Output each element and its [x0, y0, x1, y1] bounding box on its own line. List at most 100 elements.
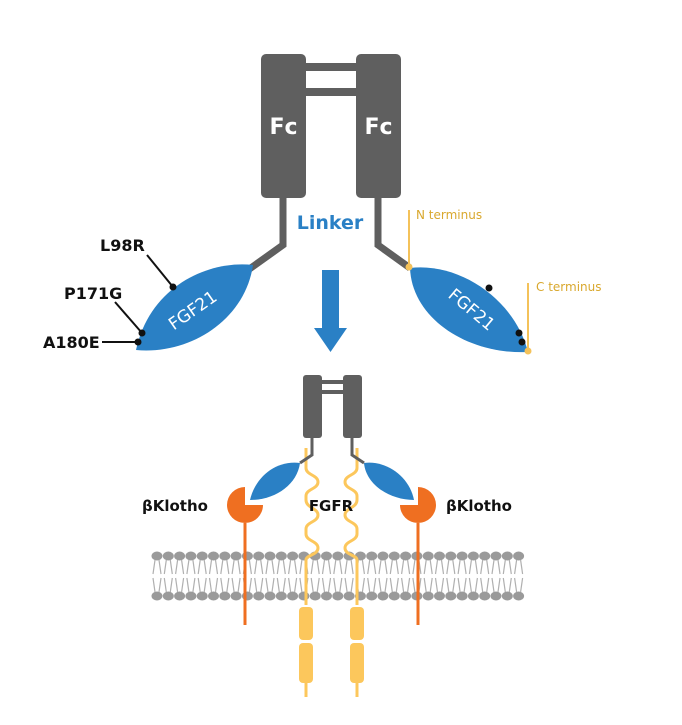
lipid-head-outer: [366, 551, 378, 561]
mutation-dot-right-3: [518, 338, 526, 346]
lipid-head-inner: [513, 591, 525, 601]
lipid-tail: [294, 577, 298, 593]
p171g-pointer: [114, 301, 143, 334]
lipid-head-outer: [467, 551, 479, 561]
fgf21-right-shape: [410, 267, 528, 353]
mini-fc-right: [343, 375, 362, 438]
n-terminus-dot: [405, 263, 413, 271]
lipid-tail: [474, 559, 478, 575]
lipid-tail: [248, 577, 252, 593]
klotho-left-label: βKlotho: [142, 497, 208, 515]
lipid-tail: [231, 577, 235, 593]
lipid-tail: [344, 559, 348, 575]
lipid-head-outer: [196, 551, 208, 561]
lipid-tail: [514, 559, 518, 575]
lipid-tail: [333, 577, 337, 593]
lipid-tail: [310, 577, 314, 593]
lipid-head-inner: [174, 591, 186, 601]
c-terminus-dot: [524, 347, 532, 355]
fgfr-label: FGFR: [309, 497, 354, 515]
mutation-l98r-label: L98R: [100, 236, 145, 255]
lipid-tail: [226, 559, 230, 575]
fgfr-right-kinase-2: [350, 643, 364, 683]
mutation-markers: L98R P171G A180E: [43, 236, 177, 352]
lipid-tail: [401, 559, 405, 575]
lipid-head-inner: [343, 591, 355, 601]
lipid-tail: [197, 577, 201, 593]
lipid-tail: [440, 559, 445, 575]
lipid-tail: [412, 559, 416, 575]
fc-left: [261, 54, 306, 198]
lipid-tail: [452, 577, 456, 593]
lipid-tail: [158, 559, 162, 575]
fgf21-right: FGF21: [410, 267, 528, 353]
lipid-bilayer-membrane: [151, 551, 525, 601]
lipid-tail: [463, 559, 467, 575]
lipid-head-inner: [490, 591, 502, 601]
fgfr-receptors: [299, 448, 364, 697]
lipid-head-outer: [174, 551, 186, 561]
lipid-head-inner: [287, 591, 299, 601]
lipid-tail: [401, 577, 405, 593]
lipid-tail: [361, 559, 365, 575]
lipid-head-inner: [230, 591, 242, 601]
lipid-head-inner: [309, 591, 321, 601]
klotho-right-label: βKlotho: [446, 497, 512, 515]
lipid-head-inner: [479, 591, 491, 601]
lipid-tail: [254, 577, 258, 593]
mini-fc-dimer: [299, 375, 365, 465]
lipid-tail: [384, 577, 388, 593]
hinge-bar-bottom: [300, 88, 362, 96]
klotho-left-shape: [227, 487, 263, 523]
mutation-dot-right-2: [515, 329, 523, 337]
lipid-tail: [389, 577, 393, 593]
lipid-head-outer: [321, 551, 332, 561]
lipid-tail: [220, 577, 224, 593]
lipid-tail: [434, 559, 439, 575]
lipid-head-outer: [185, 551, 197, 561]
lipid-tail: [446, 577, 450, 593]
lipid-tail: [169, 577, 173, 593]
lipid-head-outer: [501, 551, 513, 561]
lipid-tail: [186, 559, 190, 575]
lipid-tail: [361, 577, 365, 593]
linker-right: [374, 197, 413, 271]
lipid-tail: [457, 559, 461, 575]
hinge-bar-top: [300, 63, 362, 71]
lipid-head-inner: [298, 591, 310, 601]
lipid-tail: [339, 577, 343, 593]
mutation-a180e-label: A180E: [43, 333, 100, 352]
fgf21-left-shape: [136, 264, 253, 351]
lipid-tail: [276, 577, 280, 593]
down-arrow-icon: [314, 270, 347, 352]
lipid-tail: [457, 577, 461, 593]
lipid-tail: [491, 577, 495, 593]
lipid-tail: [152, 559, 156, 575]
lipid-tail: [502, 577, 506, 593]
lipid-tail: [468, 559, 472, 575]
lipid-tail: [508, 577, 512, 593]
lipid-tail: [271, 559, 275, 575]
c-terminus-label: C terminus: [536, 280, 602, 294]
lipid-head-inner: [456, 591, 468, 601]
lipid-head-outer: [151, 551, 163, 561]
lipid-tail: [288, 559, 292, 575]
lipid-tail: [423, 577, 427, 593]
lipid-tail: [208, 577, 213, 593]
lipid-tail: [271, 577, 275, 593]
lipid-tail: [265, 577, 269, 593]
lipid-tail: [282, 559, 286, 575]
lipid-head-inner: [467, 591, 479, 601]
lipid-head-inner: [321, 591, 332, 601]
lipid-tail: [186, 577, 190, 593]
lipid-tail: [299, 577, 303, 593]
l98r-dot: [169, 283, 177, 291]
lipid-tail: [520, 577, 524, 593]
lipid-head-inner: [366, 591, 378, 601]
lipid-tail: [192, 559, 196, 575]
mini-fgf21-left: [250, 462, 300, 500]
lipid-head-outer: [400, 551, 412, 561]
lipid-head-outer: [388, 551, 400, 561]
lipid-tail: [423, 559, 427, 575]
